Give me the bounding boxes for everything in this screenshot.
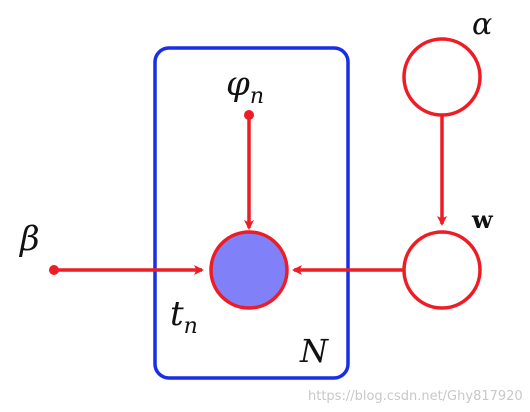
phi-subscript: n xyxy=(250,84,264,109)
t-label: tn xyxy=(170,294,198,339)
plate-label: N xyxy=(299,332,329,370)
w-label: w xyxy=(471,205,494,234)
t-subscript: n xyxy=(184,314,198,339)
phi-symbol: φ xyxy=(226,64,250,104)
w-node xyxy=(402,230,482,310)
t-symbol: t xyxy=(170,294,184,334)
plate-n xyxy=(153,46,350,380)
phi-label: φn xyxy=(226,64,264,109)
alpha-label: α xyxy=(472,7,492,42)
beta-label: β xyxy=(18,219,40,259)
t-observed-node xyxy=(209,230,289,310)
alpha-node xyxy=(402,37,482,117)
watermark-text: https://blog.csdn.net/Ghy817920 xyxy=(308,389,523,404)
